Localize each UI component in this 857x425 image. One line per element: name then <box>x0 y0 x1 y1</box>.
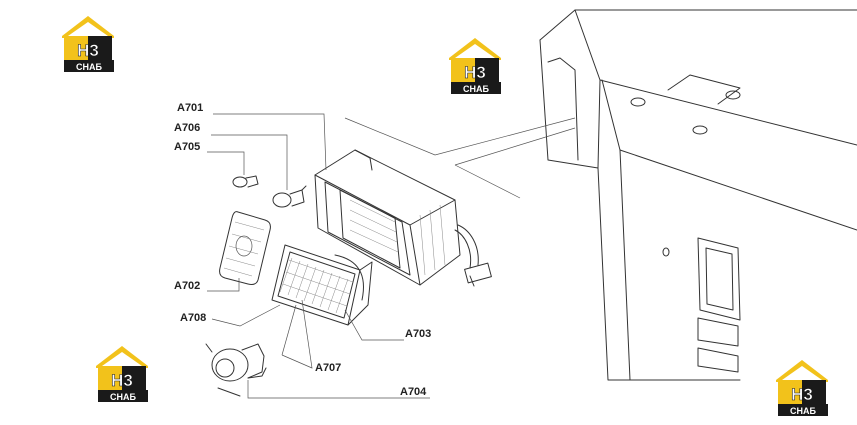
label-a707: A707 <box>315 362 341 374</box>
brand-logo-top-left: H3 СНАБ <box>62 16 114 72</box>
wedge-bulb <box>272 185 307 208</box>
headlamp-bulb <box>205 343 267 397</box>
label-a706: A706 <box>174 122 200 134</box>
brand-logo-top-center: H3 СНАБ <box>449 38 501 94</box>
assembly-pointer-lines <box>344 117 576 199</box>
logo-subtitle: СНАБ <box>76 62 102 72</box>
label-a708: A708 <box>180 312 206 324</box>
leader-lines <box>207 113 430 399</box>
brand-logo-bottom-left: H3 СНАБ <box>96 346 148 402</box>
logo-letters: H3 <box>464 63 486 82</box>
logo-letters: H3 <box>77 41 99 60</box>
logo-letters: H3 <box>791 385 813 404</box>
logo-subtitle: СНАБ <box>110 392 136 402</box>
label-a704: A704 <box>400 386 427 398</box>
small-bulb <box>232 175 259 188</box>
logo-subtitle: СНАБ <box>463 84 489 94</box>
label-a701: A701 <box>177 102 203 114</box>
logo-subtitle: СНАБ <box>790 406 816 416</box>
headlamp-housing <box>314 149 492 287</box>
label-a705: A705 <box>174 141 200 153</box>
label-a703: A703 <box>405 328 431 340</box>
label-a702: A702 <box>174 280 200 292</box>
vehicle-body-panel <box>539 9 857 381</box>
headlamp-lens <box>271 244 373 326</box>
brand-logo-bottom-right: H3 СНАБ <box>776 360 828 416</box>
part-labels: A701 A706 A705 A702 A708 A703 A707 A704 <box>174 102 431 398</box>
side-lamp-lens <box>219 211 271 285</box>
logo-letters: H3 <box>111 371 133 390</box>
